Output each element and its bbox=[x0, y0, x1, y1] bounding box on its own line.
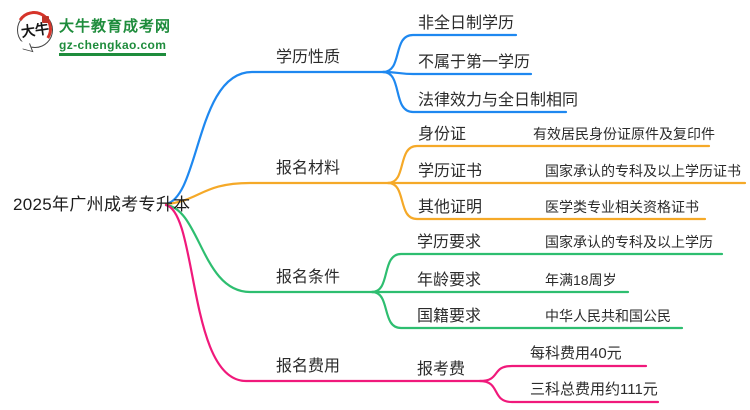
site-logo[interactable]: 大牛 大牛教育成考网 gz-chengkao.com bbox=[12, 7, 172, 56]
leaf-other-proof: 其他证明 bbox=[418, 199, 483, 216]
leaf-line-fee-total bbox=[478, 379, 660, 404]
branch-label-registration-fees: 报名费用 bbox=[276, 358, 341, 375]
logo-icon-text: 大牛 bbox=[20, 22, 51, 41]
leaf-line-other-proof bbox=[386, 181, 707, 221]
leaf-line-education-requirement bbox=[370, 252, 724, 294]
logo-seal-icon bbox=[42, 16, 49, 23]
leaf-id-card: 身份证 bbox=[418, 126, 467, 143]
site-url: gz-chengkao.com bbox=[59, 38, 167, 56]
branch-line-registration-fees bbox=[164, 203, 482, 383]
leaf-education-requirement-value: 国家承认的专科及以上学历 bbox=[545, 234, 713, 250]
root-node-title: 2025年广州成考专升本 bbox=[13, 195, 191, 214]
leaf-fee-per-subject: 每科费用40元 bbox=[530, 345, 622, 362]
leaf-education-certificate-value: 国家承认的专科及以上学历证书 bbox=[545, 163, 741, 179]
leaf-nationality-requirement-value: 中华人民共和国公民 bbox=[545, 308, 671, 324]
logo-bull-icon: 大牛 bbox=[12, 7, 56, 53]
leaf-age-requirement: 年龄要求 bbox=[417, 272, 482, 289]
leaf-line-nationality-requirement bbox=[370, 290, 684, 330]
leaf-fee-total: 三科总费用约111元 bbox=[530, 381, 658, 398]
leaf-line-non-fulltime bbox=[381, 33, 518, 74]
leaf-non-fulltime: 非全日制学历 bbox=[418, 15, 515, 32]
leaf-id-card-value: 有效居民身份证原件及复印件 bbox=[533, 126, 715, 142]
branch-label-education-nature: 学历性质 bbox=[276, 49, 341, 66]
leaf-line-not-first-degree bbox=[381, 70, 533, 76]
branch-line-registration-conditions bbox=[164, 203, 374, 294]
leaf-education-certificate: 学历证书 bbox=[418, 163, 483, 180]
leaf-other-proof-value: 医学类专业相关资格证书 bbox=[545, 199, 699, 215]
leaf-line-same-legal-effect bbox=[381, 70, 568, 114]
leaf-nationality-requirement: 国籍要求 bbox=[417, 308, 482, 325]
leaf-age-requirement-value: 年满18周岁 bbox=[545, 272, 617, 288]
branch-line-registration-materials bbox=[164, 181, 390, 206]
branch-line-education-nature bbox=[164, 70, 385, 206]
leaf-education-requirement: 学历要求 bbox=[417, 234, 482, 251]
leaf-line-fee-per-subject bbox=[478, 364, 648, 383]
branch-label-registration-conditions: 报名条件 bbox=[276, 269, 341, 286]
site-name: 大牛教育成考网 bbox=[59, 18, 172, 35]
leaf-exam-fee: 报考费 bbox=[417, 361, 466, 378]
leaf-not-first-degree: 不属于第一学历 bbox=[418, 54, 531, 71]
leaf-line-id-card bbox=[386, 144, 711, 185]
leaf-same-legal-effect: 法律效力与全日制相同 bbox=[418, 92, 579, 109]
branch-label-registration-materials: 报名材料 bbox=[276, 160, 341, 177]
